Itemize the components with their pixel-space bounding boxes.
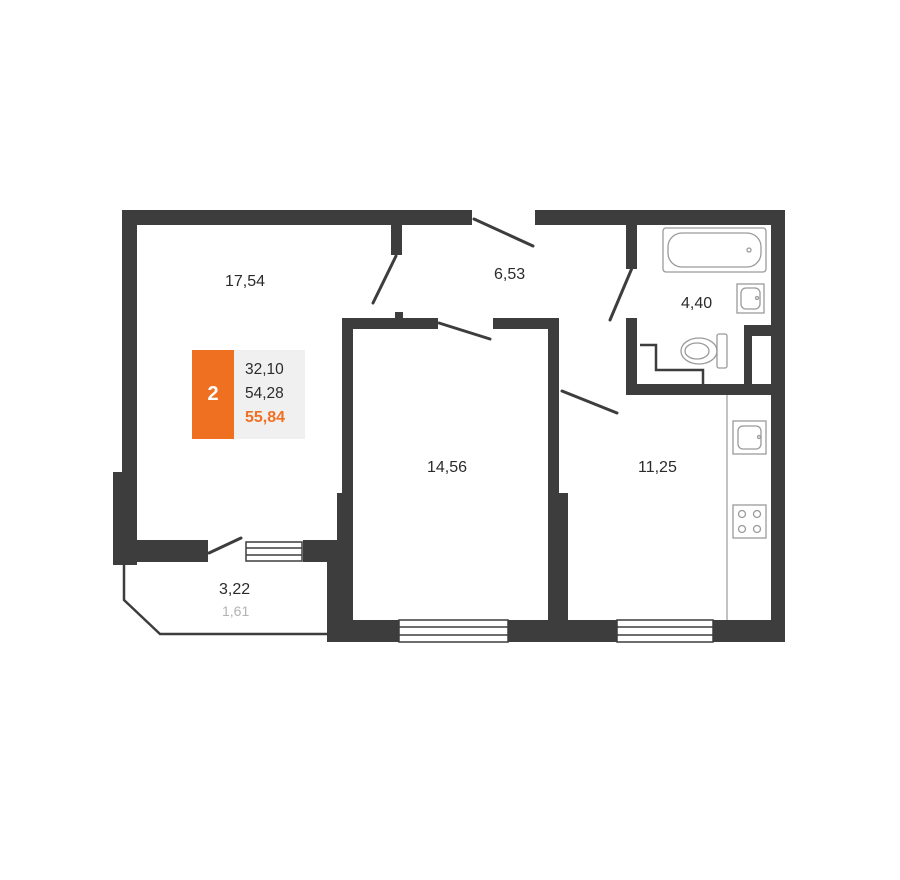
total-area-value: 54,28 xyxy=(245,385,284,402)
door-swings xyxy=(207,217,634,555)
bathroom-partition xyxy=(640,343,705,387)
bedroom-area: 14,56 xyxy=(427,459,468,476)
kitchen-sink-icon xyxy=(732,420,767,455)
bathtub-icon xyxy=(662,227,767,273)
balcony-area: 3,22 xyxy=(219,581,251,598)
total-area-with-balcony-value: 55,84 xyxy=(245,409,286,426)
living-room-area: 17,54 xyxy=(225,273,266,290)
apartment-summary-badge: 2 32,10 54,28 55,84 xyxy=(192,350,305,439)
kitchen-area: 11,25 xyxy=(638,459,677,476)
washbasin-icon xyxy=(736,283,765,314)
area-summary: 32,10 54,28 55,84 xyxy=(234,350,305,439)
toilet-icon xyxy=(680,333,728,369)
bathroom-area: 4,40 xyxy=(681,295,713,312)
living-area-value: 32,10 xyxy=(245,361,284,378)
windows xyxy=(245,541,714,643)
rooms-count-badge-bg xyxy=(192,350,234,439)
balcony-reduced-area: 1,61 xyxy=(222,603,250,619)
hallway-area: 6,53 xyxy=(494,266,526,283)
stove-icon xyxy=(732,504,767,539)
rooms-count: 2 xyxy=(207,383,219,405)
balcony-outline xyxy=(122,565,328,636)
